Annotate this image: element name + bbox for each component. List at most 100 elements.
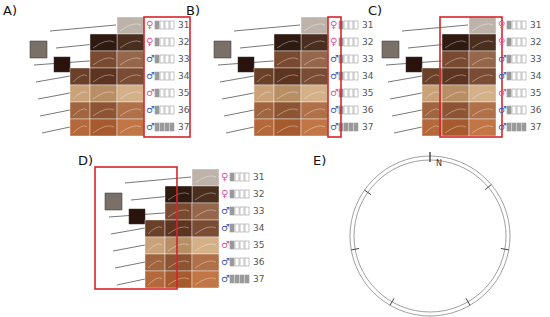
sex-symbol: ♂	[498, 105, 507, 115]
texture-detail	[257, 126, 271, 133]
texture-thumbnail	[117, 85, 144, 102]
texture-thumbnail	[192, 237, 219, 254]
texture-detail	[445, 126, 466, 133]
bar-icon	[160, 55, 164, 63]
texture-thumbnail	[254, 68, 274, 85]
bar-icon	[507, 89, 511, 97]
colour-square	[238, 57, 254, 72]
direction-tick	[364, 190, 371, 195]
texture-detail	[445, 109, 466, 116]
bar-icon	[240, 275, 244, 283]
texture-detail	[93, 41, 114, 48]
bar-icon	[235, 173, 239, 181]
bar-icon	[160, 106, 164, 114]
branch-line	[50, 25, 116, 31]
sex-symbol: ♀	[498, 37, 505, 47]
sample-number: 31	[362, 21, 373, 30]
texture-thumbnail	[442, 102, 469, 119]
branch-line	[388, 76, 422, 82]
texture-thumbnail	[70, 102, 90, 119]
texture-thumbnail	[442, 68, 469, 85]
branch-line	[38, 93, 70, 99]
bar-icon	[170, 89, 174, 97]
texture-thumbnail	[90, 34, 117, 51]
tree-figure	[382, 17, 526, 137]
texture-thumbnail	[254, 119, 274, 136]
direction-tick	[501, 249, 509, 250]
bar-icon	[344, 38, 348, 46]
sex-symbol: ♂	[330, 122, 339, 132]
north-label: N	[436, 160, 442, 168]
texture-detail	[73, 109, 87, 116]
sample-number: 32	[253, 190, 264, 199]
texture-detail	[425, 126, 439, 133]
texture-thumbnail	[117, 102, 144, 119]
texture-detail	[445, 92, 466, 99]
texture-thumbnail	[301, 68, 328, 85]
texture-thumbnail	[90, 102, 117, 119]
sex-symbol: ♂	[221, 257, 230, 267]
compass-circle	[350, 152, 510, 316]
bar-icon	[230, 241, 234, 249]
texture-detail	[304, 92, 325, 99]
texture-thumbnail	[145, 271, 165, 288]
bar-icon	[512, 72, 516, 80]
sample-number: 35	[530, 89, 541, 98]
sample-number: 37	[178, 123, 189, 132]
highlight-box	[328, 17, 341, 137]
sample-number: 33	[530, 55, 541, 64]
bar-icon	[165, 55, 169, 63]
texture-detail	[120, 92, 141, 99]
texture-thumbnail	[254, 85, 274, 102]
bar-icon	[522, 21, 526, 29]
sex-symbol: ♂	[221, 223, 230, 233]
texture-thumbnail	[90, 51, 117, 68]
bar-icon	[507, 72, 511, 80]
bar-icon	[507, 55, 511, 63]
texture-detail	[148, 278, 162, 285]
bar-icon	[349, 89, 353, 97]
sex-symbol: ♂	[146, 71, 155, 81]
texture-detail	[93, 75, 114, 82]
sex-symbol: ♂	[498, 54, 507, 64]
texture-thumbnail	[274, 119, 301, 136]
texture-thumbnail	[145, 237, 165, 254]
bar-icon	[517, 123, 521, 131]
bar-icon	[245, 258, 249, 266]
texture-thumbnail	[117, 17, 144, 34]
texture-detail	[304, 41, 325, 48]
bar-icon	[165, 21, 169, 29]
texture-detail	[93, 92, 114, 99]
bar-icon	[160, 21, 164, 29]
texture-detail	[195, 278, 216, 285]
bar-icon	[235, 207, 239, 215]
texture-thumbnail	[442, 51, 469, 68]
sample-number: 36	[530, 106, 541, 115]
texture-thumbnail	[70, 68, 90, 85]
texture-thumbnail	[192, 169, 219, 186]
texture-detail	[472, 24, 493, 31]
sample-number: 36	[362, 106, 373, 115]
branch-line	[36, 76, 70, 82]
texture-thumbnail	[422, 102, 442, 119]
sample-number: 31	[178, 21, 189, 30]
bar-icon	[165, 106, 169, 114]
bar-icon	[517, 55, 521, 63]
bar-icon	[517, 106, 521, 114]
texture-thumbnail	[117, 119, 144, 136]
texture-detail	[277, 75, 298, 82]
colour-square	[30, 41, 47, 58]
texture-detail	[257, 92, 271, 99]
texture-thumbnail	[301, 119, 328, 136]
bar-icon	[230, 224, 234, 232]
texture-detail	[257, 109, 271, 116]
bar-icon	[349, 38, 353, 46]
bar-icon	[517, 38, 521, 46]
texture-thumbnail	[192, 271, 219, 288]
texture-detail	[93, 126, 114, 133]
bar-icon	[354, 21, 358, 29]
texture-thumbnail	[192, 186, 219, 203]
bar-icon	[512, 21, 516, 29]
texture-detail	[120, 75, 141, 82]
